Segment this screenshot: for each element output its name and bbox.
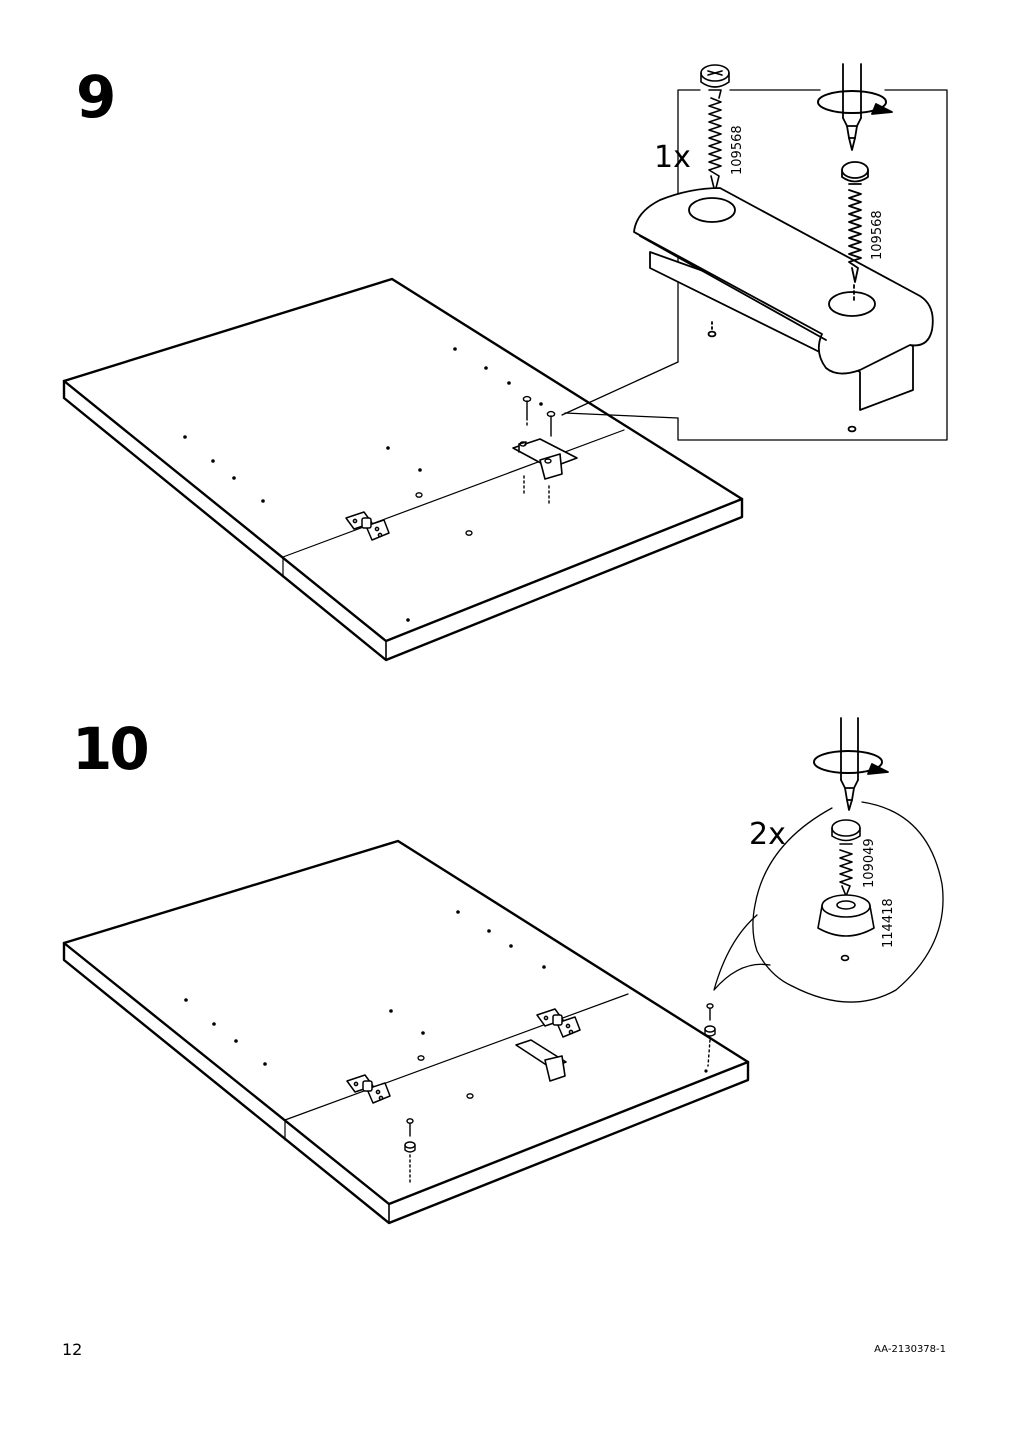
step-10-part-number-a: 109049 <box>862 838 877 888</box>
step-10-board <box>62 839 750 1225</box>
hinge <box>345 511 390 541</box>
step-10-feet <box>404 1003 716 1184</box>
step-9-number: 9 <box>76 63 116 131</box>
step-9-board-holes <box>183 347 543 622</box>
step-9-screws <box>519 395 556 507</box>
step-9-quantity: 1x <box>654 140 691 175</box>
step-9-part-number-b: 109568 <box>870 210 885 260</box>
hinge <box>346 1074 391 1104</box>
step-10-detail: 2x 109049 114418 <box>713 717 944 1003</box>
page-number: 12 <box>62 1340 83 1359</box>
foot-pad-icon <box>817 894 875 962</box>
document-code: AA-2130378-1 <box>874 1344 946 1355</box>
step-10-quantity: 2x <box>749 817 786 852</box>
bracket <box>515 1039 567 1082</box>
screw-icon <box>831 819 861 907</box>
hinge <box>536 1008 581 1038</box>
step-9-board <box>62 277 744 662</box>
step-10-board-holes <box>184 910 708 1073</box>
screwdriver-icon <box>813 717 889 811</box>
handle-part <box>633 187 934 433</box>
step-10-part-number-b: 114418 <box>881 898 896 948</box>
bracket <box>512 438 578 480</box>
screwdriver-icon <box>817 63 893 301</box>
step-10-number: 10 <box>72 715 150 783</box>
step-9-part-number-a: 109568 <box>730 125 745 175</box>
step-9-detail: 1x 109568 109568 <box>633 63 948 441</box>
